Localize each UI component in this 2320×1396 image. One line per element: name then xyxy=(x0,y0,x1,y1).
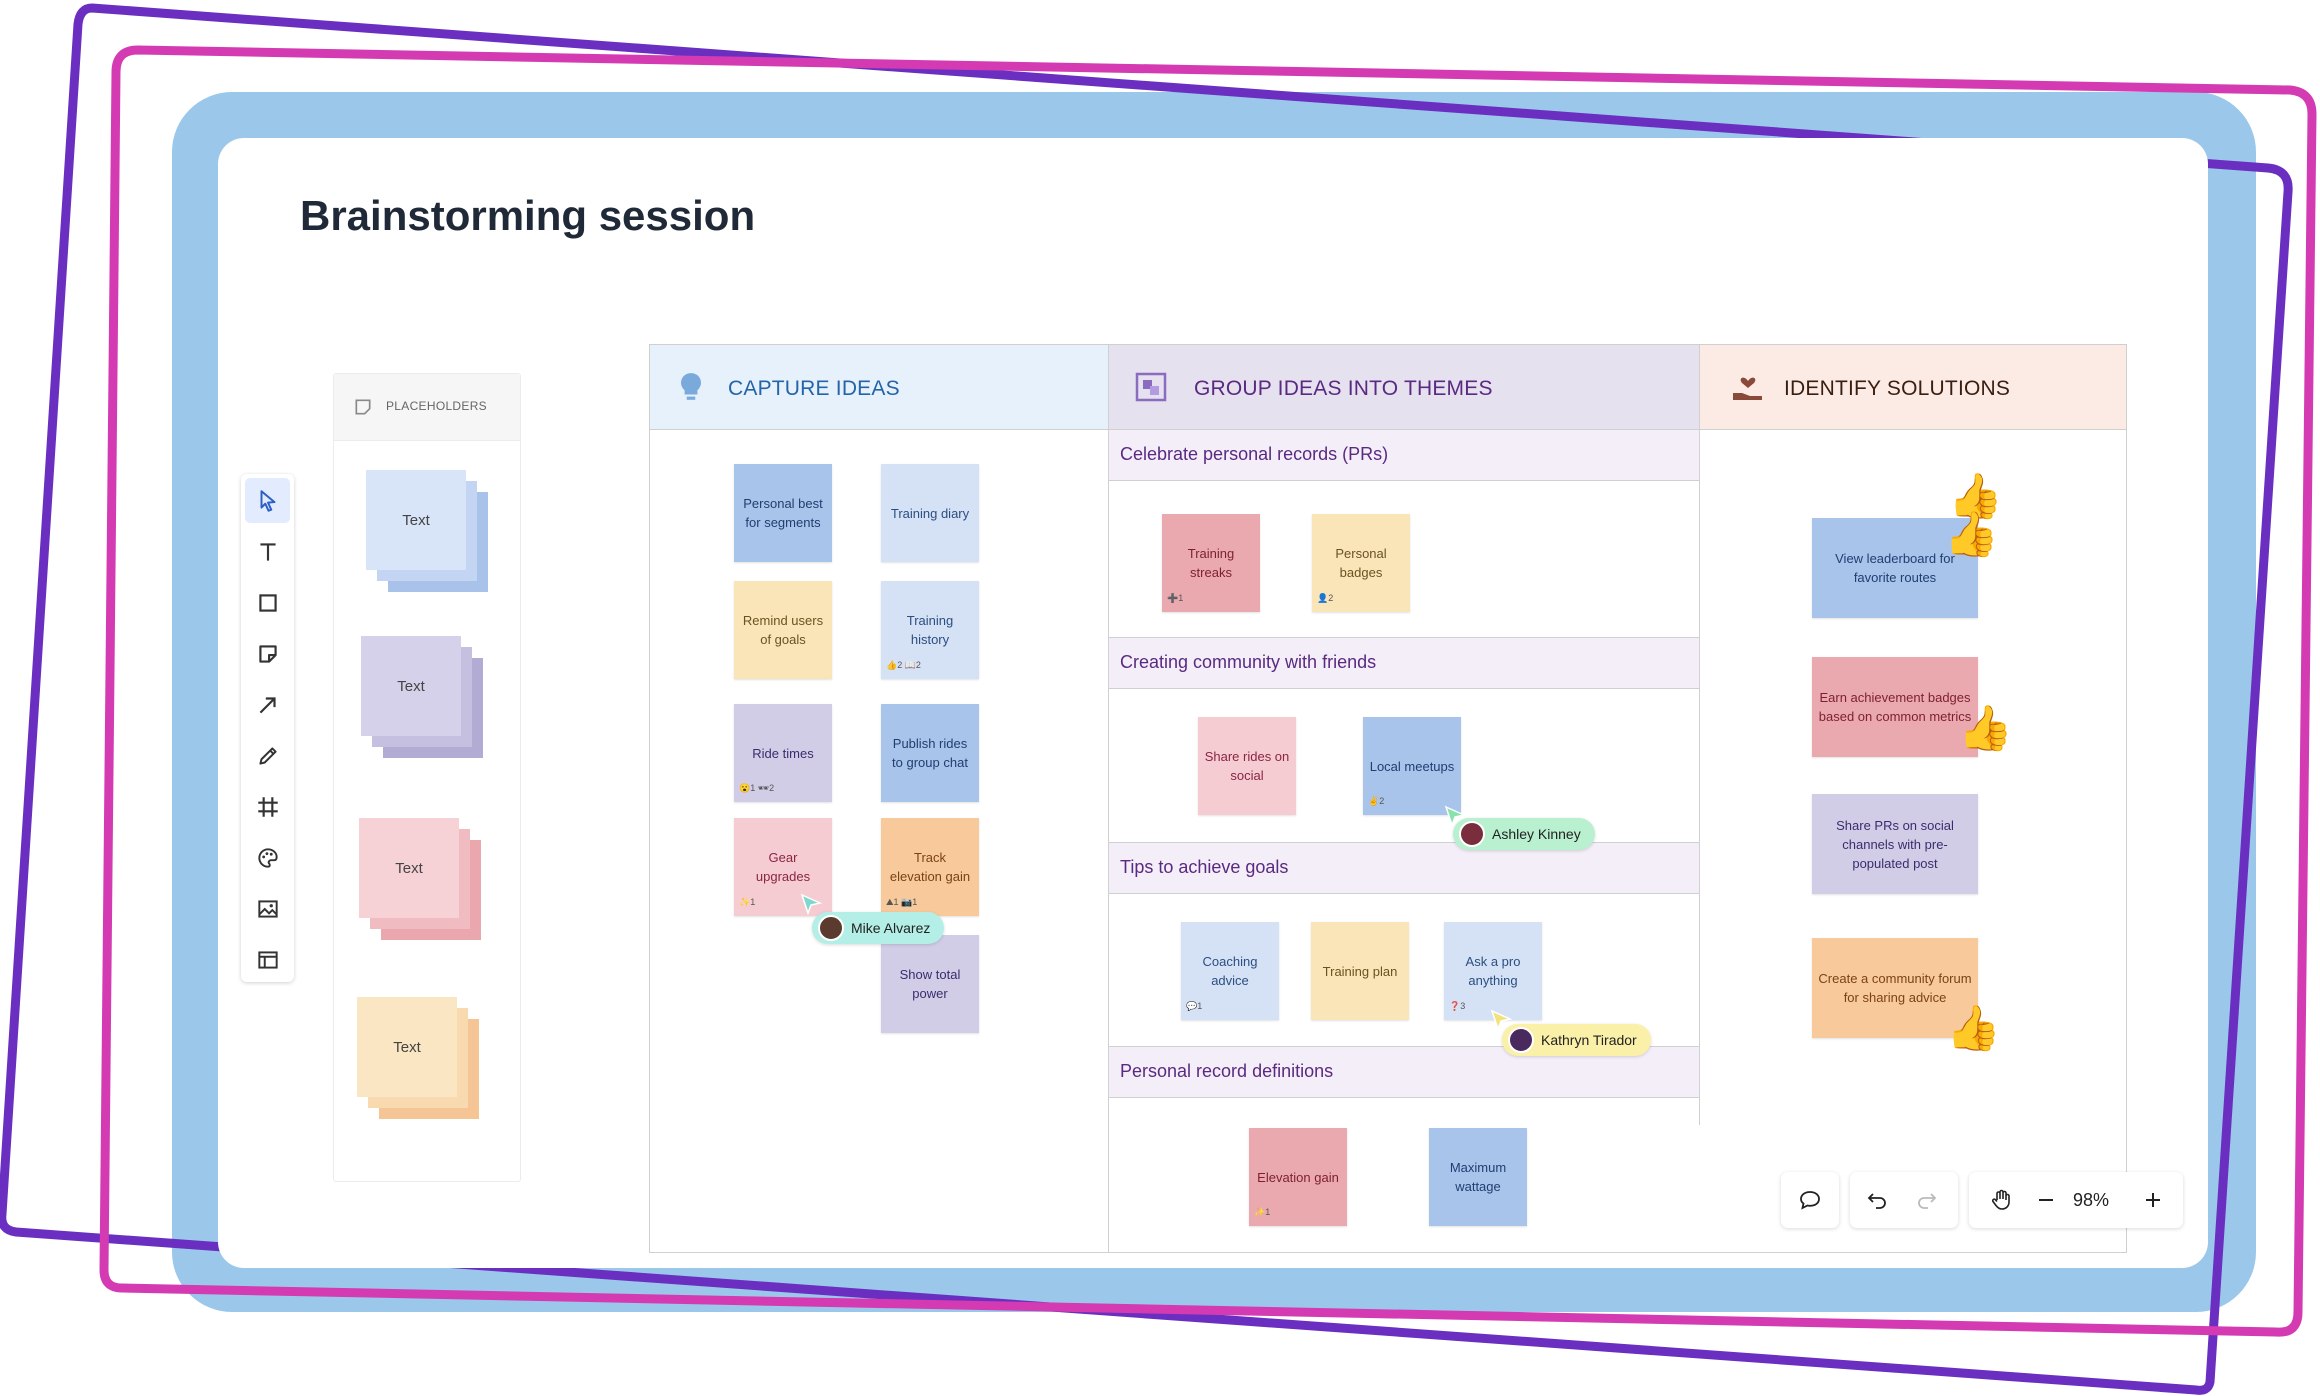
reaction-badge: ✨1 xyxy=(739,897,756,907)
plus-icon xyxy=(2146,1193,2160,1207)
group-icon xyxy=(1135,372,1167,402)
undo-icon xyxy=(1867,1193,1886,1209)
reaction-badge: ⛰1 📷1 xyxy=(886,897,918,907)
cursor-icon xyxy=(800,893,822,915)
redo-icon xyxy=(1918,1193,1937,1209)
shape-icon[interactable] xyxy=(245,580,290,625)
placeholders-header: PLACEHOLDERS xyxy=(334,374,520,441)
placeholder-label: Text xyxy=(366,470,466,570)
sticky-note[interactable]: Ask a pro anything❓3 xyxy=(1444,922,1542,1020)
hand-icon xyxy=(1991,1189,2010,1210)
sticky-note-icon xyxy=(355,399,371,415)
sticky-note[interactable]: View leaderboard for favorite routes xyxy=(1812,518,1978,618)
sticky-note[interactable]: Coaching advice💬1 xyxy=(1181,922,1279,1020)
collaborator-tag: Kathryn Tirador xyxy=(1502,1024,1651,1056)
sticky-note[interactable]: Training plan xyxy=(1311,922,1409,1020)
sticky-note[interactable]: Training history👍2 📖2 xyxy=(881,581,979,679)
column-header-capture: CAPTURE IDEAS xyxy=(650,345,1108,430)
zoom-in-button[interactable] xyxy=(2133,1180,2173,1220)
sticky-note[interactable]: Show total power xyxy=(881,935,979,1033)
reaction-badge: 👍2 📖2 xyxy=(886,660,921,670)
collaborator-tag: Mike Alvarez xyxy=(812,912,945,944)
column-title: IDENTIFY SOLUTIONS xyxy=(1784,377,2011,400)
sticky-note-icon[interactable] xyxy=(245,631,290,676)
thumbs-up-icon: 👍 xyxy=(1948,472,2003,521)
sticky-note[interactable]: Earn achievement badges based on common … xyxy=(1812,657,1978,757)
zoom-out-button[interactable] xyxy=(2026,1180,2066,1220)
page-title: Brainstorming session xyxy=(300,192,756,239)
sticky-note[interactable]: Remind users of goals xyxy=(734,581,832,679)
sticky-note[interactable]: Training streaks➕1 xyxy=(1162,514,1260,612)
theme-header: Celebrate personal records (PRs) xyxy=(1109,429,1699,481)
text-icon[interactable] xyxy=(245,529,290,574)
sticky-note[interactable]: Track elevation gain⛰1 📷1 xyxy=(881,818,979,916)
reaction-badge: 😮1 🕶2 xyxy=(739,783,775,793)
reaction-badge: ❓3 xyxy=(1449,1001,1466,1011)
placeholders-label: PLACEHOLDERS xyxy=(386,399,487,413)
column-divider xyxy=(1699,345,1700,1125)
image-icon[interactable] xyxy=(245,886,290,931)
placeholder-label: Text xyxy=(361,636,461,736)
placeholder-label: Text xyxy=(357,997,457,1097)
avatar xyxy=(1459,821,1485,847)
zoom-level: 98% xyxy=(2073,1190,2110,1210)
history-control xyxy=(1850,1172,1958,1228)
collaborator-tag: Ashley Kinney xyxy=(1453,818,1595,850)
reaction-badge: ✨1 xyxy=(1254,1207,1271,1217)
template-icon[interactable] xyxy=(245,937,290,982)
thumbs-up-icon: 👍 xyxy=(1958,704,2013,753)
reaction-badge: ✌2 xyxy=(1368,796,1385,806)
cursor-icon xyxy=(1490,1009,1512,1031)
column-title: CAPTURE IDEAS xyxy=(728,377,900,400)
select-icon[interactable] xyxy=(245,478,290,523)
column-header-solutions: IDENTIFY SOLUTIONS xyxy=(1700,345,2126,430)
zoom-control: 98% xyxy=(1969,1172,2183,1228)
thumbs-up-icon: 👍 xyxy=(1946,1004,2001,1053)
theme-header: Creating community with friends xyxy=(1109,637,1699,689)
theme-header: Tips to achieve goals xyxy=(1109,842,1699,894)
reaction-badge: 👤2 xyxy=(1317,593,1334,603)
sticky-note[interactable]: Share PRs on social channels with pre-po… xyxy=(1812,794,1978,894)
sticky-note[interactable]: Maximum wattage xyxy=(1429,1128,1527,1226)
comment-control xyxy=(1781,1172,1839,1228)
avatar xyxy=(1508,1027,1534,1053)
sticky-note[interactable]: Share rides on social xyxy=(1198,717,1296,815)
sticky-note[interactable]: Elevation gain✨1 xyxy=(1249,1128,1347,1226)
undo-button[interactable] xyxy=(1857,1180,1897,1220)
hand-tool-button[interactable] xyxy=(1981,1180,2021,1220)
minus-icon xyxy=(2039,1199,2053,1201)
sticky-note[interactable]: Training diary xyxy=(881,464,979,562)
purple-frame xyxy=(0,3,2293,1395)
lightbulb-icon xyxy=(681,373,701,400)
palette-icon[interactable] xyxy=(245,835,290,880)
cursor-icon xyxy=(1444,805,1466,827)
sticky-note[interactable]: Create a community forum for sharing adv… xyxy=(1812,938,1978,1038)
redo-button[interactable] xyxy=(1907,1180,1947,1220)
pen-icon[interactable] xyxy=(245,733,290,778)
sticky-note[interactable]: Local meetups✌2 xyxy=(1363,717,1461,815)
placeholders-panel: PLACEHOLDERS Text Text Text Text xyxy=(333,373,521,1182)
sticky-note[interactable]: Publish rides to group chat xyxy=(881,704,979,802)
arrow-icon[interactable] xyxy=(245,682,290,727)
sticky-note[interactable]: Personal best for segments xyxy=(734,464,832,562)
column-header-group: GROUP IDEAS INTO THEMES xyxy=(1109,345,1699,430)
reaction-badge: 💬1 xyxy=(1186,1001,1203,1011)
sticky-note[interactable]: Personal badges👤2 xyxy=(1312,514,1410,612)
thumbs-up-icon: 👍 xyxy=(1944,510,1999,559)
placeholder-label: Text xyxy=(359,818,459,918)
sticky-note[interactable]: Gear upgrades✨1 xyxy=(734,818,832,916)
frame-icon[interactable] xyxy=(245,784,290,829)
sticky-note[interactable]: Ride times😮1 🕶2 xyxy=(734,704,832,802)
comment-icon xyxy=(1800,1191,1820,1210)
tool-bar xyxy=(241,474,294,982)
comment-button[interactable] xyxy=(1790,1180,1830,1220)
column-title: GROUP IDEAS INTO THEMES xyxy=(1194,377,1493,400)
reaction-badge: ➕1 xyxy=(1167,593,1184,603)
avatar xyxy=(818,915,844,941)
heart-hand-icon xyxy=(1733,377,1762,400)
column-divider xyxy=(1108,345,1109,1252)
magenta-frame xyxy=(99,45,2317,1337)
board: CAPTURE IDEAS GROUP IDEAS INTO THEMES ID… xyxy=(649,344,2127,1253)
